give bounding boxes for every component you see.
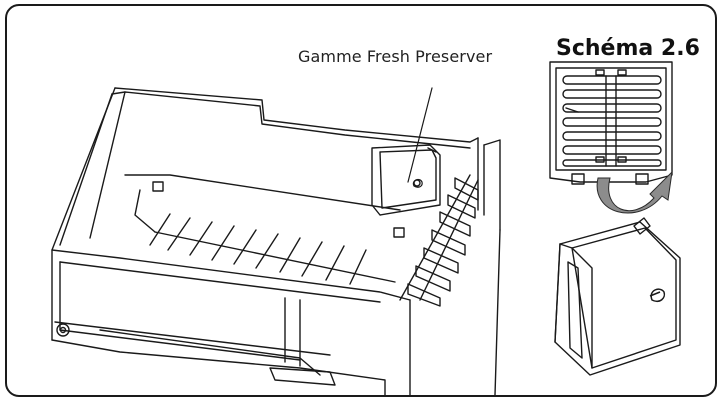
callout-label: Gamme Fresh Preserver xyxy=(298,47,493,66)
rotation-arrow xyxy=(596,170,673,214)
fresh-preserver-cartridge xyxy=(554,217,681,376)
figure-title: Schéma 2.6 xyxy=(556,36,700,61)
leaf-logo-icon xyxy=(649,288,666,303)
leaf-logo-small-icon xyxy=(412,178,423,188)
ribbed-rack xyxy=(399,174,479,307)
filter-grille xyxy=(549,61,673,185)
callout-leader xyxy=(407,87,433,183)
installed-fresh-preserver xyxy=(371,144,441,216)
